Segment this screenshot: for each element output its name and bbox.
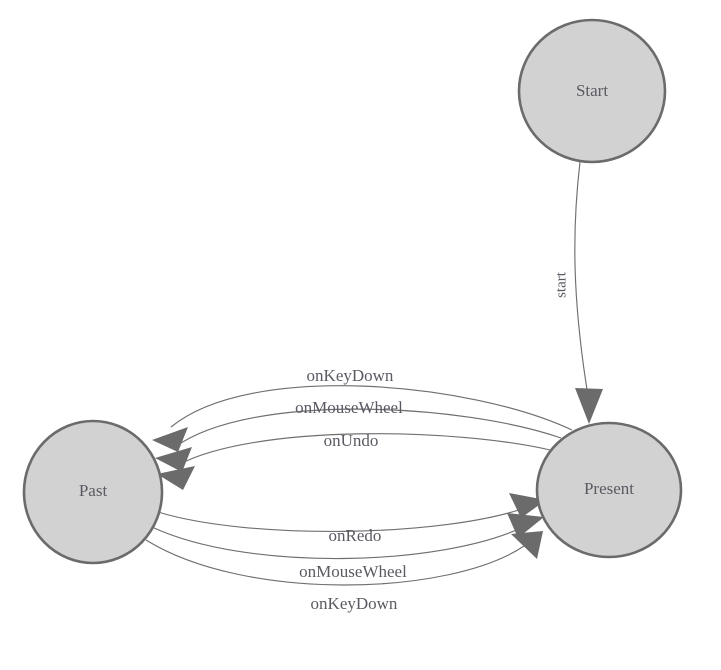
edge-present-to-past-onundo-label: onUndo bbox=[324, 431, 379, 450]
edge-present-to-past-onundo-arrowhead bbox=[157, 466, 195, 490]
edge-past-to-present-onredo[interactable]: onRedo bbox=[157, 493, 546, 545]
node-past-shape bbox=[22, 419, 164, 565]
node-present[interactable]: Present bbox=[535, 421, 683, 559]
edge-past-to-present-onredo-label: onRedo bbox=[329, 526, 382, 545]
edge-start-to-present-path bbox=[574, 161, 590, 403]
edge-past-to-present-onmousewheel-path bbox=[151, 526, 524, 560]
edge-present-to-past-onmousewheel-label: onMouseWheel bbox=[295, 398, 403, 417]
edge-present-to-past-onkeydown-label: onKeyDown bbox=[307, 366, 394, 385]
node-past[interactable]: Past bbox=[22, 419, 164, 565]
edge-present-to-past-onkeydown-path bbox=[170, 385, 573, 431]
edge-present-to-past-onundo[interactable]: onUndo bbox=[157, 431, 551, 490]
node-start-label: Start bbox=[576, 81, 608, 100]
edge-past-to-present-onkeydown[interactable]: onKeyDown bbox=[145, 531, 543, 613]
edge-past-to-present-onmousewheel-arrowhead bbox=[507, 513, 544, 538]
edge-past-to-present-onkeydown-arrowhead bbox=[511, 531, 543, 559]
edge-past-to-present-onkeydown-path bbox=[145, 539, 525, 586]
node-present-shape bbox=[535, 421, 683, 559]
edge-present-to-past-onkeydown-arrowhead bbox=[152, 427, 188, 452]
node-start[interactable]: Start bbox=[517, 18, 667, 164]
edge-past-to-present-onmousewheel[interactable]: onMouseWheel bbox=[151, 513, 544, 581]
edge-past-to-present-onkeydown-label: onKeyDown bbox=[311, 594, 398, 613]
edge-start-to-present-arrowhead bbox=[575, 388, 603, 424]
edge-start-to-present-label: start bbox=[553, 271, 569, 298]
edge-present-to-past-onmousewheel[interactable]: onMouseWheel bbox=[155, 398, 562, 472]
edge-present-to-past-onmousewheel-arrowhead bbox=[155, 447, 192, 472]
edge-present-to-past-onkeydown[interactable]: onKeyDown bbox=[152, 366, 573, 452]
edge-present-to-past-onmousewheel-path bbox=[174, 408, 562, 448]
node-present-label: Present bbox=[584, 479, 634, 498]
edge-start-to-present[interactable]: start bbox=[553, 161, 603, 424]
node-past-label: Past bbox=[79, 481, 108, 500]
edge-present-to-past-onundo-path bbox=[177, 433, 551, 466]
edge-past-to-present-onmousewheel-label: onMouseWheel bbox=[299, 562, 407, 581]
node-start-shape bbox=[517, 18, 667, 164]
edge-past-to-present-onredo-path bbox=[157, 507, 526, 532]
